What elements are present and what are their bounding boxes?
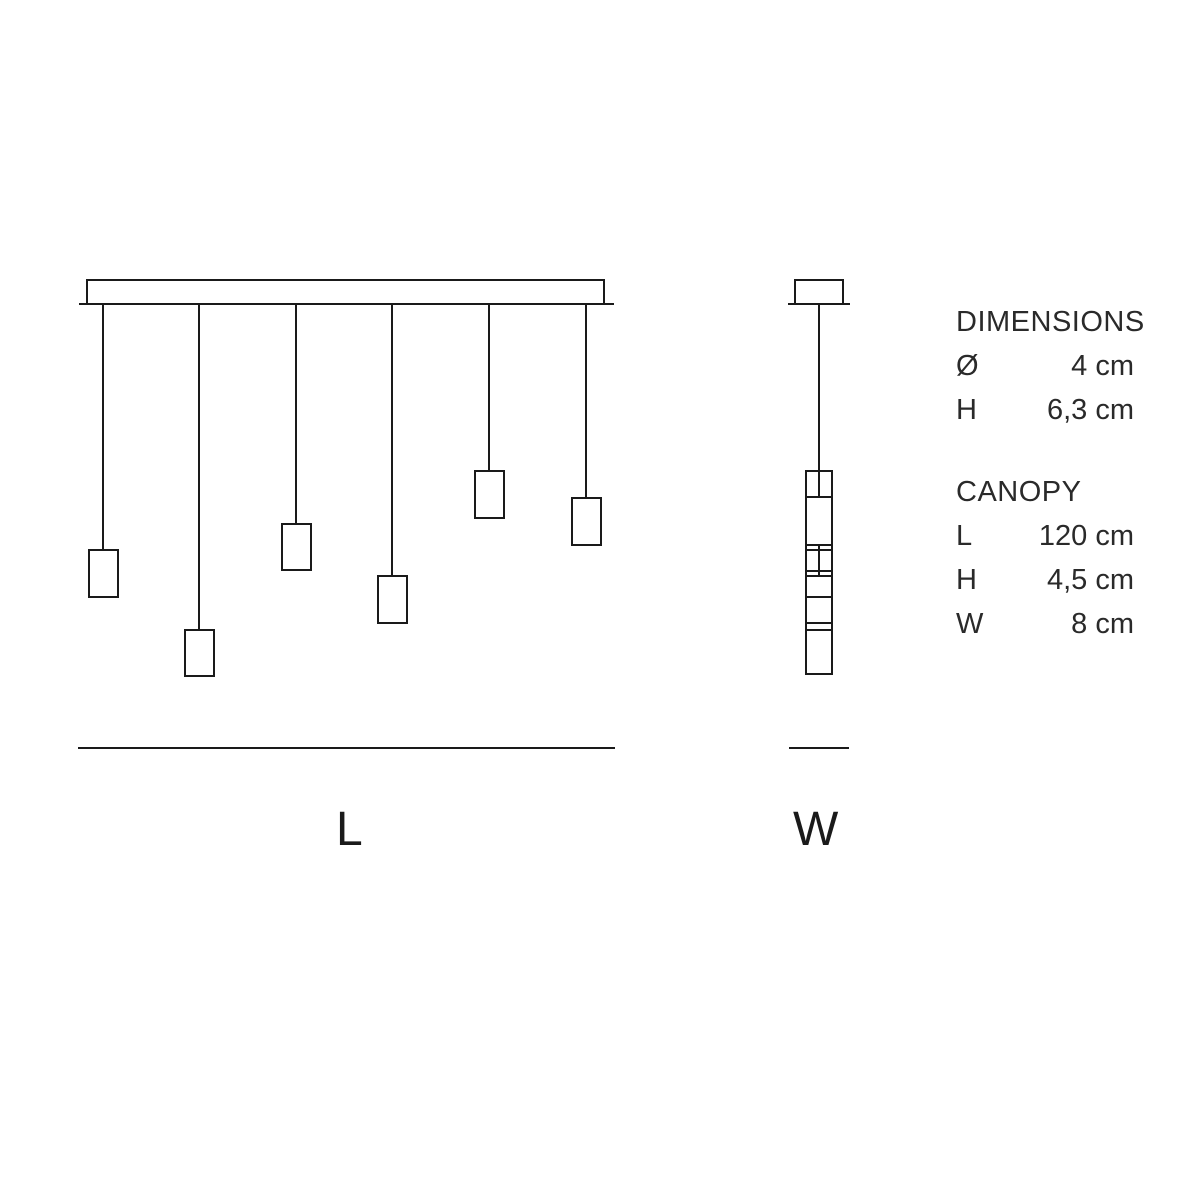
pendant-5	[474, 304, 505, 519]
canopy-row-length: L 120 cm	[956, 514, 1156, 558]
spec-key: H	[956, 564, 977, 596]
spec-key: L	[956, 520, 973, 552]
canopy-row-height: H 4,5 cm	[956, 558, 1156, 602]
spec-value: 4,5 cm	[1046, 564, 1134, 596]
spec-value: 4 cm	[1071, 350, 1134, 382]
spec-key: H	[956, 394, 977, 426]
pendant-6	[571, 304, 602, 546]
width-label: W	[793, 803, 839, 856]
pendant-2	[184, 304, 215, 677]
canopy-heading: CANOPY	[956, 476, 1082, 508]
spec-value: 120 cm	[1038, 520, 1134, 552]
spec-value: 8 cm	[1071, 608, 1134, 640]
dimensions-heading: DIMENSIONS	[956, 306, 1145, 338]
canopy-row-width: W 8 cm	[956, 602, 1156, 646]
spec-value: 6,3 cm	[1046, 394, 1134, 426]
pendants-front	[88, 304, 602, 677]
canopy-side	[794, 279, 844, 305]
pendant-4	[377, 304, 408, 624]
spec-key: W	[956, 608, 984, 640]
dimension-row-diameter: Ø 4 cm	[956, 344, 1156, 388]
front-view	[78, 279, 615, 749]
specifications-panel: DIMENSIONS Ø 4 cm H 6,3 cm CANOPY L 120 …	[956, 300, 1156, 646]
side-view	[788, 279, 850, 749]
pendant-1	[88, 304, 119, 598]
pendant-3	[281, 304, 312, 571]
length-label: L	[336, 803, 363, 856]
spec-key: Ø	[956, 350, 979, 382]
pendants-side-stack	[805, 470, 833, 675]
dimension-row-height: H 6,3 cm	[956, 388, 1156, 432]
canopy-front	[86, 279, 605, 305]
